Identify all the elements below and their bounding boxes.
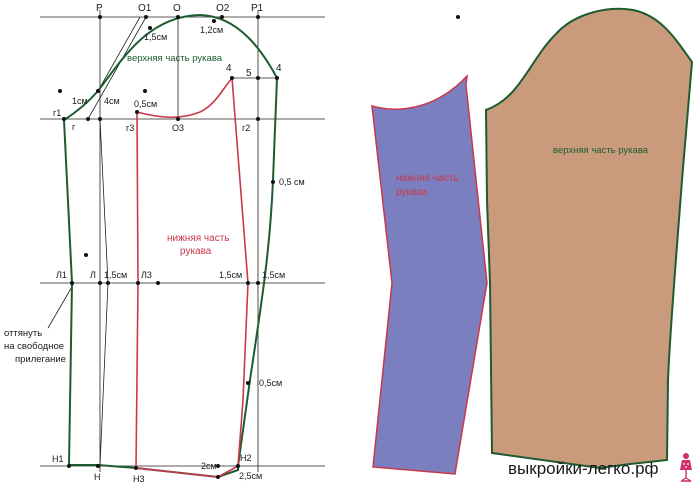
label-1-5-top: 1,5см	[144, 32, 167, 42]
lower-sleeve-outline	[135, 75, 249, 478]
label-1-5-right: 1,5см	[262, 270, 285, 280]
note-line-2: на свободное	[4, 341, 64, 352]
site-watermark: выкройки-легко.рф	[508, 459, 659, 478]
upper-part-title: верхняя часть рукава	[127, 53, 223, 64]
label-g3: г3	[126, 123, 134, 133]
label-5: 5	[246, 68, 252, 79]
dress-form-icon	[680, 453, 692, 482]
label-L: Л	[90, 270, 96, 280]
label-0-5-g3: 0,5см	[134, 99, 157, 109]
label-4-right: 4	[276, 63, 282, 74]
note-line-1: оттянуть	[4, 328, 42, 339]
label-O3: О3	[172, 123, 184, 133]
upper-sleeve-piece	[484, 7, 694, 470]
label-1cm: 1см	[72, 96, 88, 106]
label-P: P	[96, 3, 103, 14]
label-O2: O2	[216, 3, 230, 14]
label-g: г	[72, 122, 76, 132]
label-H: Н	[94, 472, 101, 482]
bias-line-O1b	[97, 16, 141, 92]
label-1-2-top: 1,2см	[200, 25, 223, 35]
label-2-5: 2,5см	[239, 471, 262, 481]
label-L3: Л3	[141, 270, 152, 280]
label-g1: г1	[53, 108, 61, 118]
label-4-left: 4	[226, 63, 232, 74]
label-0-5-right: 0,5 см	[279, 177, 305, 187]
guide-L-H	[99, 282, 109, 467]
piece-upper-title: верхняя часть рукава	[553, 145, 649, 156]
construction-points	[58, 15, 279, 479]
lower-part-title-1: нижняя часть	[167, 233, 230, 244]
label-H3: Н3	[133, 474, 145, 484]
label-H2: Н2	[240, 453, 252, 463]
label-g2: г2	[242, 123, 250, 133]
lower-part-title-2: рукава	[180, 246, 212, 257]
label-2cm: 2см	[201, 461, 217, 471]
piece-lower-title-2: рукава	[396, 187, 428, 198]
note-line-3: прилегание	[15, 354, 66, 365]
label-O1: O1	[138, 3, 152, 14]
piece-lower-title-1: нижняя часть	[396, 173, 459, 184]
label-P1: P1	[251, 3, 264, 14]
note-leader	[47, 284, 74, 329]
guide-L	[99, 118, 109, 284]
label-H1: Н1	[52, 454, 64, 464]
label-1-5-L: 1,5см	[104, 270, 127, 280]
label-0-5-low: 0,5см	[259, 378, 282, 388]
label-O: O	[173, 3, 181, 14]
label-L1: Л1	[56, 270, 67, 280]
marker-dot	[456, 15, 460, 19]
label-1-5-mid: 1,5см	[219, 270, 242, 280]
label-4cm: 4см	[104, 96, 120, 106]
lower-sleeve-piece	[371, 73, 488, 475]
bias-line-O1	[87, 16, 147, 120]
